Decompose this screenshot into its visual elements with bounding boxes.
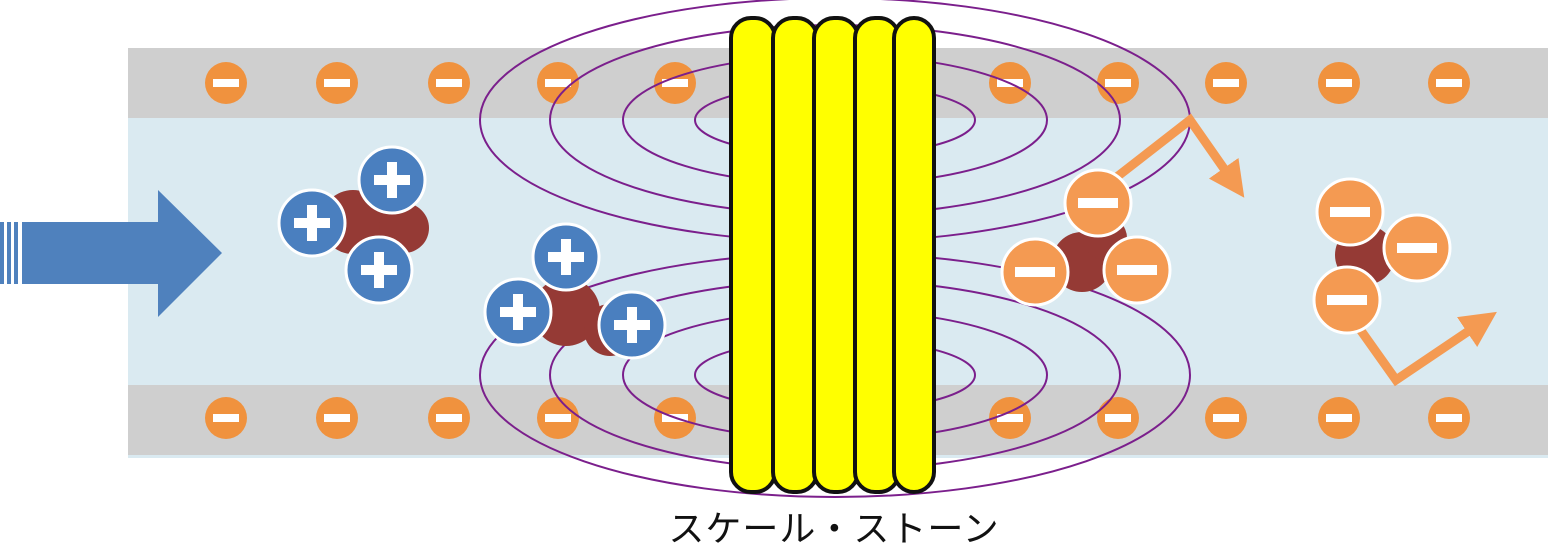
minus-circle-icon <box>205 62 247 104</box>
negative-molecule <box>1312 177 1452 335</box>
minus-circle-icon <box>537 397 579 439</box>
minus-circle-icon <box>537 62 579 104</box>
minus-circle-icon <box>1428 62 1470 104</box>
minus-circle-icon <box>1428 397 1470 439</box>
minus-circle-icon <box>316 397 358 439</box>
scale-stone-caption: スケール・ストーン <box>668 509 1000 550</box>
negative-molecule <box>1000 168 1172 307</box>
minus-circle-icon <box>1382 213 1452 283</box>
flow-arrow-icon <box>0 190 222 317</box>
plus-circle-icon <box>357 145 427 215</box>
minus-circle-icon <box>1318 62 1360 104</box>
minus-circle-icon <box>1097 62 1139 104</box>
minus-circle-icon <box>205 397 247 439</box>
minus-circle-icon <box>1102 235 1172 305</box>
plus-circle-icon <box>344 235 414 305</box>
minus-circle-icon <box>1097 397 1139 439</box>
minus-circle-icon <box>1000 237 1070 307</box>
deflection-arrow <box>1348 311 1497 387</box>
plus-circle-icon <box>483 277 553 347</box>
minus-circle-icon <box>316 62 358 104</box>
positive-molecule <box>277 145 429 305</box>
plus-circle-icon <box>597 290 667 360</box>
plus-circle-icon <box>277 188 347 258</box>
minus-circle-icon <box>428 62 470 104</box>
minus-circle-icon <box>1205 397 1247 439</box>
minus-circle-icon <box>1315 177 1385 247</box>
minus-circle-icon <box>654 62 696 104</box>
minus-circle-icon <box>1063 168 1133 238</box>
deflection-arrow <box>1097 113 1245 198</box>
positive-molecule <box>483 222 667 360</box>
minus-circle-icon <box>1312 265 1382 335</box>
minus-circle-icon <box>428 397 470 439</box>
scale-stone <box>729 16 936 494</box>
minus-circle-icon <box>1205 62 1247 104</box>
minus-circle-icon <box>1318 397 1360 439</box>
plus-circle-icon <box>531 222 601 292</box>
